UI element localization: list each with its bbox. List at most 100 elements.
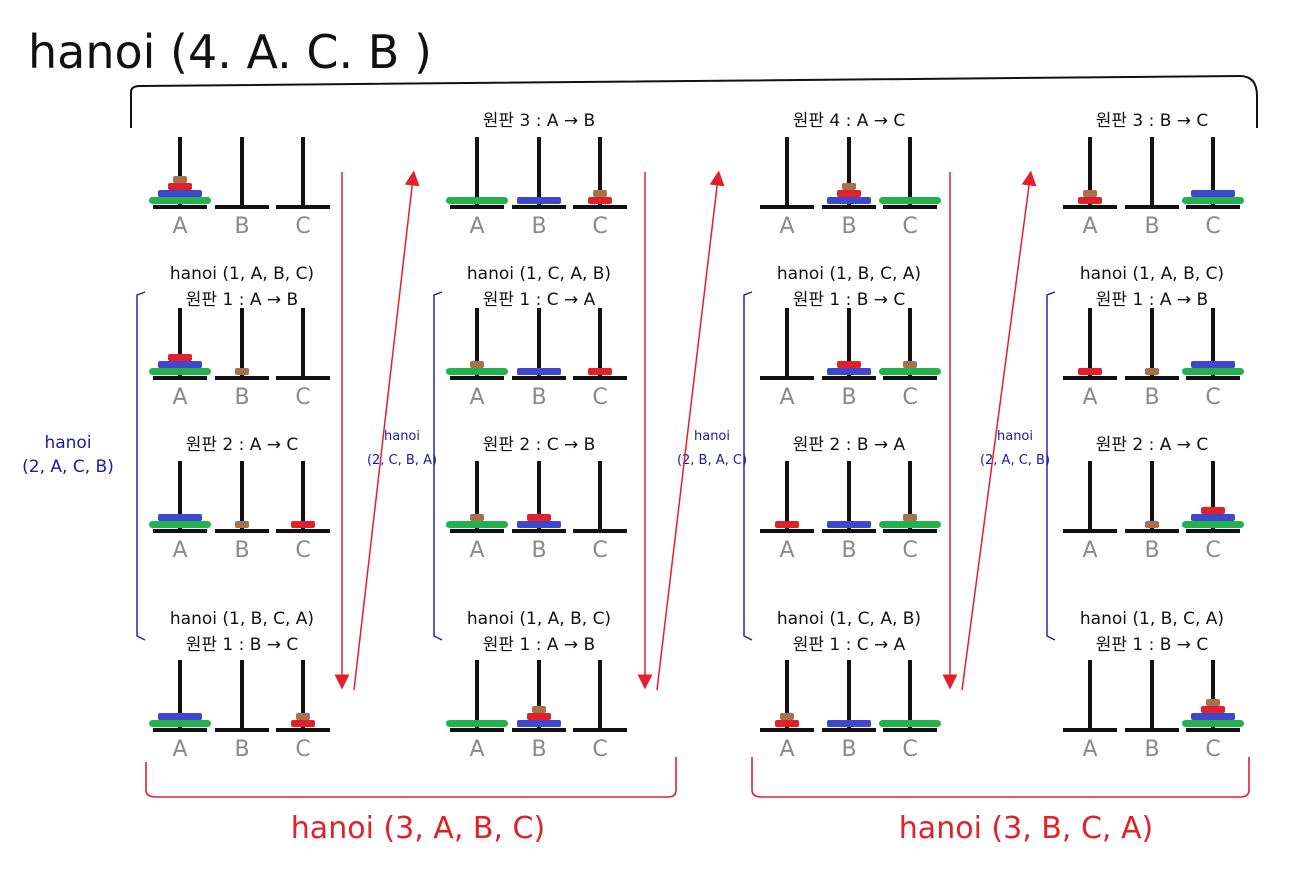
- peg-label-a: A: [172, 737, 187, 762]
- disk-1: [470, 361, 484, 368]
- disk-1: [1145, 521, 1159, 528]
- peg-label-b: B: [531, 385, 546, 410]
- subcall-label-line: (2, A, C, B): [22, 457, 114, 477]
- step-1-peg-c: C: [879, 308, 941, 410]
- disk-4: [879, 197, 941, 204]
- disk-1: [296, 713, 310, 720]
- disk-3: [158, 190, 202, 197]
- disk-4: [149, 521, 211, 528]
- peg-label-b: B: [1144, 737, 1159, 762]
- step-1-peg-c: C: [1182, 308, 1244, 410]
- disk-3: [827, 521, 871, 528]
- step-2-peg-c: C: [276, 461, 330, 563]
- disk-2: [588, 368, 612, 375]
- step-label-line: hanoi (1, B, C, A): [170, 609, 314, 629]
- peg-label-b: B: [531, 214, 546, 239]
- header-peg-b: B: [1125, 137, 1179, 239]
- disk-1: [593, 190, 607, 197]
- disk-4: [446, 720, 508, 727]
- header-peg-c: C: [573, 137, 627, 239]
- recursion-bracket: [433, 291, 443, 641]
- step-label-line: 원판 1 : A → B: [1096, 290, 1208, 310]
- step-2-peg-b: B: [1125, 461, 1179, 563]
- peg-label-b: B: [234, 385, 249, 410]
- peg-label-a: A: [469, 214, 484, 239]
- step-label-line: 원판 1 : A → B: [186, 290, 298, 310]
- column-header-move: 원판 3 : A → B: [483, 111, 595, 131]
- disk-3: [517, 368, 561, 375]
- disk-1: [173, 176, 187, 183]
- step-label-line: 원판 1 : B → C: [793, 290, 906, 310]
- step-label-line: hanoi (1, C, A, B): [777, 609, 921, 629]
- disk-2: [1078, 368, 1102, 375]
- disk-4: [149, 720, 211, 727]
- peg-label-c: C: [592, 737, 607, 762]
- subcall-label-line: hanoi: [384, 429, 420, 444]
- header-peg-c: C: [879, 137, 941, 239]
- disk-4: [446, 197, 508, 204]
- disk-1: [903, 514, 917, 521]
- step-label-line: hanoi (1, B, C, A): [1080, 609, 1224, 629]
- header-peg-c: C: [276, 137, 330, 239]
- disk-2: [837, 190, 861, 197]
- disk-3: [158, 361, 202, 368]
- step-2-peg-b: B: [822, 461, 876, 563]
- disk-4: [1182, 521, 1244, 528]
- flow-arrow-up: [656, 170, 725, 691]
- disk-4: [879, 720, 941, 727]
- step-2-peg-a: A: [149, 461, 211, 563]
- step-1-peg-a: A: [149, 308, 211, 410]
- step-3-peg-a: A: [446, 660, 508, 762]
- step-label-line: 원판 1 : C → A: [793, 635, 906, 655]
- step-3-peg-c: C: [276, 660, 330, 762]
- step-2-peg-a: A: [446, 461, 508, 563]
- column-header-move: 원판 4 : A → C: [793, 111, 906, 131]
- disk-1: [1083, 190, 1097, 197]
- disk-2: [291, 720, 315, 727]
- peg-label-b: B: [841, 214, 856, 239]
- header-peg-a: A: [149, 137, 211, 239]
- step-1-peg-c: C: [276, 308, 330, 410]
- peg-label-a: A: [1082, 538, 1097, 563]
- disk-2: [1078, 197, 1102, 204]
- page-title: hanoi (4. A. C. B ): [28, 25, 432, 79]
- bottom-label-left: hanoi (3, A, B, C): [291, 811, 545, 846]
- step-3-peg-a: A: [1063, 660, 1117, 762]
- recursion-bracket: [1046, 291, 1056, 641]
- step-3-peg-b: B: [215, 660, 269, 762]
- step-label-line: 원판 2 : B → A: [793, 435, 906, 455]
- step-1-peg-b: B: [512, 308, 566, 410]
- step-3-peg-c: C: [573, 660, 627, 762]
- peg-label-c: C: [902, 385, 917, 410]
- step-3-peg-b: B: [822, 660, 876, 762]
- peg-label-b: B: [234, 214, 249, 239]
- disk-3: [827, 197, 871, 204]
- disk-1: [470, 514, 484, 521]
- header-tower: A B C: [446, 137, 627, 239]
- step-2-peg-b: B: [512, 461, 566, 563]
- step-label-line: 원판 2 : A → C: [186, 435, 299, 455]
- peg-label-a: A: [779, 214, 794, 239]
- disk-3: [1191, 514, 1235, 521]
- disk-1: [532, 706, 546, 713]
- subcall-label-line: (2, B, A, C): [677, 453, 747, 468]
- peg-label-b: B: [531, 538, 546, 563]
